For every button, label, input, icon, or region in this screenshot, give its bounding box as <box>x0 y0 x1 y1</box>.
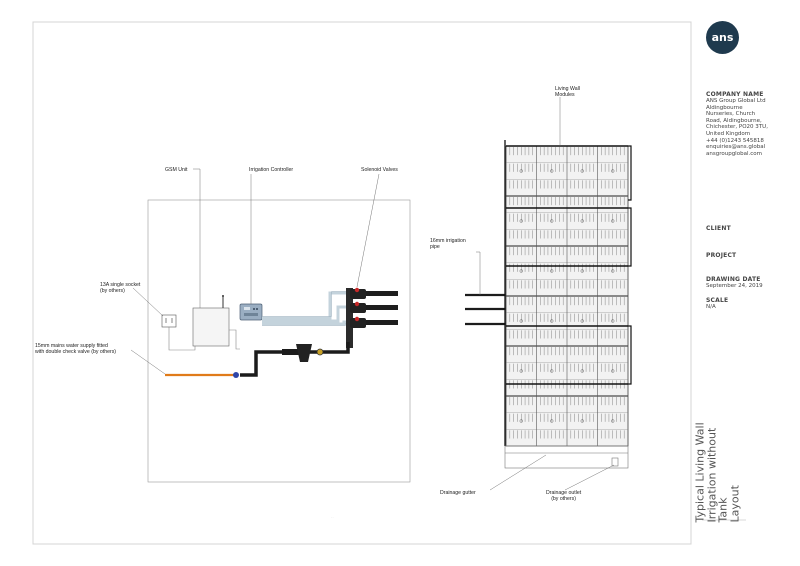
drawing-date-heading: DRAWING DATE <box>706 276 761 283</box>
dripper-mark <box>519 219 523 223</box>
company-details: ANS Group Global Ltd Aldingbourne Nurser… <box>706 98 768 157</box>
dripper-mark <box>580 269 584 273</box>
dripper-mark <box>519 169 523 173</box>
drawing-title: Typical Living Wall Irrigation without T… <box>693 422 742 523</box>
dripper-mark <box>550 369 554 373</box>
label-irrigation-controller: Irrigation Controller <box>249 167 294 173</box>
gsm-cable <box>229 329 240 350</box>
dripper-mark <box>611 219 615 223</box>
small-mark: . . <box>331 515 334 519</box>
drainage-gutter-unit <box>504 445 629 469</box>
pipe-leader <box>476 251 481 295</box>
label-drainage-gutter: Drainage gutter <box>440 490 476 496</box>
label-gsm-unit: GSM Unit <box>165 167 188 173</box>
dripper-mark <box>580 369 584 373</box>
dripper-mark <box>519 369 523 373</box>
dripper-mark <box>611 269 615 273</box>
control-cables <box>262 291 350 326</box>
sheet-border <box>32 21 692 545</box>
dripper-mark <box>580 319 584 323</box>
dripper-mark <box>580 219 584 223</box>
wall-outline <box>147 199 411 483</box>
check-valve <box>296 344 312 362</box>
irrigation-controller-unit <box>239 303 263 321</box>
solenoid-valve-manifold <box>346 287 398 348</box>
label-mains-supply: 15mm mains water supply fitted with doub… <box>35 343 117 355</box>
label-solenoid-valves: Solenoid Valves <box>361 167 398 173</box>
company-heading: COMPANY NAME <box>706 91 764 98</box>
dripper-mark <box>550 219 554 223</box>
dripper-mark <box>550 419 554 423</box>
leader-lines-right <box>489 97 615 491</box>
scale-heading: SCALE <box>706 297 729 304</box>
right-return <box>628 325 632 385</box>
gsm-unit <box>192 295 230 347</box>
project-heading: PROJECT <box>706 252 737 259</box>
dripper-mark <box>519 419 523 423</box>
dripper-mark <box>611 169 615 173</box>
scale-value: N/A <box>706 304 716 310</box>
label-living-wall-modules: Living Wall Modules <box>555 86 580 98</box>
dripper-mark <box>550 269 554 273</box>
drawing-date-value: September 24, 2019 <box>706 283 763 289</box>
single-socket <box>161 314 177 328</box>
dripper-mark <box>611 369 615 373</box>
dripper-mark <box>611 419 615 423</box>
living-wall-modules <box>504 140 632 447</box>
right-return <box>628 207 632 267</box>
dripper-mark <box>519 269 523 273</box>
dripper-mark <box>580 419 584 423</box>
double-check-valve <box>233 372 239 378</box>
mains-pipework <box>240 342 350 377</box>
leader-lines-left <box>130 168 380 375</box>
client-heading: CLIENT <box>706 225 731 232</box>
irrigation-pipes-right <box>465 293 506 326</box>
label-irrigation-pipe: 16mm irrigation pipe <box>430 238 466 250</box>
dripper-mark <box>519 319 523 323</box>
dripper-mark <box>580 169 584 173</box>
dripper-mark <box>550 169 554 173</box>
inline-fitting <box>316 348 324 356</box>
power-cable <box>168 327 196 351</box>
label-socket: 13A single socket (by others) <box>100 282 141 294</box>
label-drainage-outlet: Drainage outlet (by others) <box>546 490 582 502</box>
right-return <box>628 145 632 201</box>
company-logo: ans <box>706 21 739 54</box>
dripper-mark <box>611 319 615 323</box>
dripper-mark <box>550 319 554 323</box>
